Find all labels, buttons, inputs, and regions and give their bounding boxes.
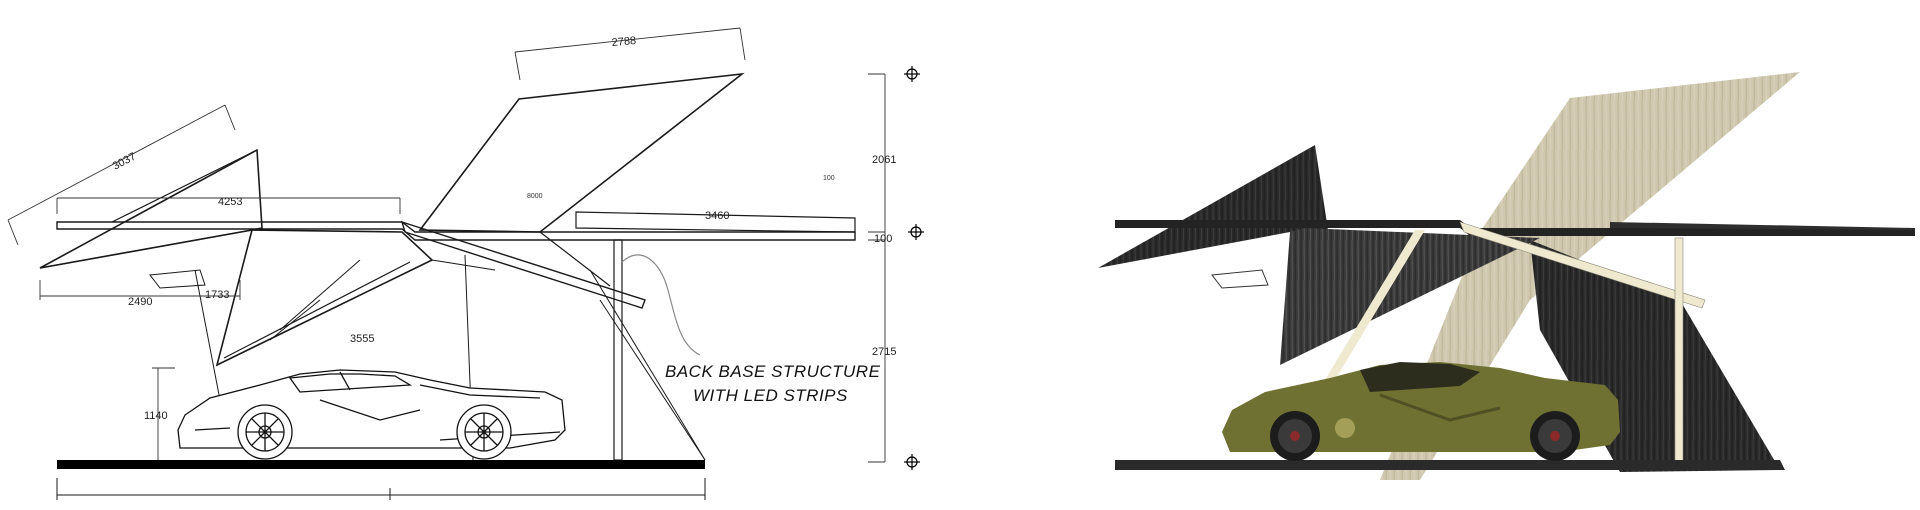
dim-2490: 2490 <box>128 296 152 308</box>
dark-left-fold <box>1098 145 1328 268</box>
note-line-2: WITH LED STRIPS <box>693 386 848 405</box>
cream-column <box>1674 237 1684 469</box>
dim-2715: 2715 <box>872 346 896 358</box>
sloped-beam <box>400 220 646 309</box>
roof-slab-right <box>575 211 856 233</box>
right-fold-plane <box>418 72 745 233</box>
cream-beam <box>1459 221 1706 309</box>
dim-1733: 1733 <box>205 289 229 301</box>
dim-2788: 2788 <box>611 35 636 49</box>
back-column <box>613 239 623 461</box>
dim-3037: 3037 <box>111 151 138 173</box>
ground-slab <box>57 460 705 469</box>
dimension-lines <box>7 27 886 463</box>
dim-100: 100 <box>874 233 892 245</box>
dim-8000: 8000 <box>527 193 543 200</box>
render-ground-slab <box>1115 460 1785 470</box>
note-line-1: BACK BASE STRUCTURE <box>665 362 881 381</box>
line-drawing: 3037 2788 4253 2490 1733 3555 3460 2061 … <box>7 27 924 500</box>
dark-center-plane <box>1280 228 1540 365</box>
dim-2061: 2061 <box>872 154 896 166</box>
bottom-dimension <box>56 478 706 500</box>
rendered-view <box>1098 72 1915 480</box>
dim-3460: 3460 <box>705 210 729 222</box>
dim-100-small: 100 <box>823 175 835 182</box>
car-outline <box>177 369 566 460</box>
dim-4253: 4253 <box>218 196 242 208</box>
render-bracket <box>1211 269 1269 289</box>
render-roof-slab <box>1115 220 1915 236</box>
note-leader <box>621 254 701 356</box>
green-car <box>1222 362 1620 461</box>
roof-slab <box>56 221 856 241</box>
dim-1140: 1140 <box>144 410 168 422</box>
left-fold-plane <box>39 148 263 269</box>
small-bracket <box>149 269 206 289</box>
dim-3555: 3555 <box>350 333 374 345</box>
level-markers <box>904 66 924 470</box>
